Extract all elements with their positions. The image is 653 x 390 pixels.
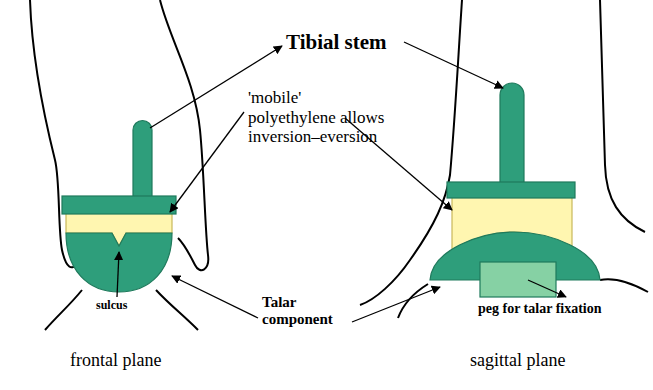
leader-line xyxy=(117,42,566,322)
part-label: Tibial stem xyxy=(286,30,387,54)
part-label: 'mobile' polyethylene allows inversion–e… xyxy=(248,88,390,147)
sagittal-prosthesis xyxy=(430,83,600,297)
view-caption: sagittal plane xyxy=(470,350,565,371)
talar-peg xyxy=(480,262,556,297)
tibial-stem xyxy=(133,121,152,199)
part-label: peg for talar fixation xyxy=(478,301,602,317)
tibial-stem xyxy=(500,83,524,184)
tibial-plate xyxy=(447,182,575,198)
bone-outline xyxy=(360,0,648,318)
part-label: sulcus xyxy=(96,299,127,313)
part-label: Talar component xyxy=(262,294,354,329)
view-caption: frontal plane xyxy=(70,350,161,371)
tibial-plate xyxy=(62,196,176,214)
